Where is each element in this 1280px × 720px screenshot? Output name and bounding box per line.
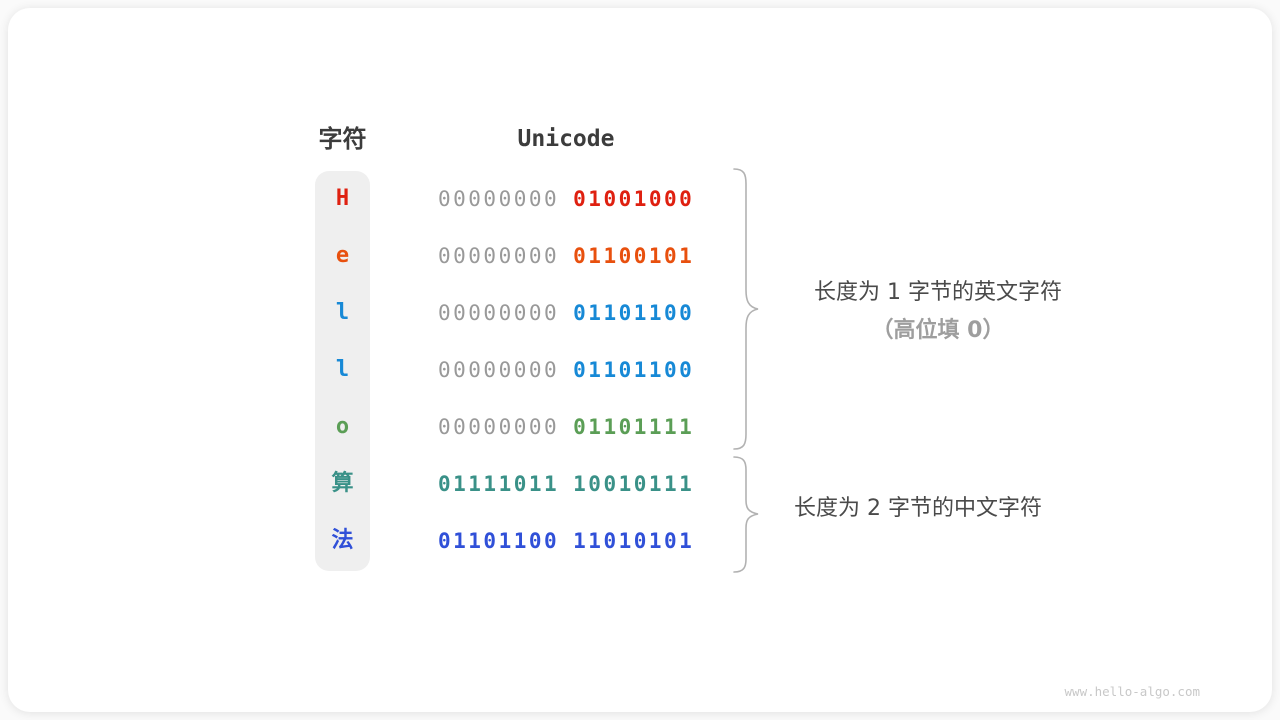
character-cell: l: [335, 300, 350, 325]
high-byte: 01111011: [438, 472, 560, 496]
unicode-binary-cell: 00000000 01001000: [438, 185, 694, 213]
watermark: www.hello-algo.com: [1064, 684, 1200, 699]
high-byte: 00000000: [438, 358, 560, 382]
column-header-character: 字符: [318, 125, 367, 153]
high-byte: 00000000: [438, 244, 560, 268]
brace-2-byte-group-icon: [733, 456, 759, 573]
unicode-binary-cell: 00000000 01101100: [438, 299, 694, 327]
character-cell: e: [335, 243, 350, 268]
low-byte: 01101111: [573, 415, 695, 439]
brace-1-byte-group-icon: [733, 168, 759, 450]
character-cell: 算: [331, 471, 354, 496]
character-cell: H: [335, 186, 350, 211]
low-byte: 01100101: [573, 244, 695, 268]
high-byte: 00000000: [438, 415, 560, 439]
low-byte: 10010111: [573, 472, 695, 496]
character-cell: o: [335, 414, 350, 439]
column-header-unicode: Unicode: [517, 126, 615, 152]
annotation-english-group: 长度为 1 字节的英文字符 （高位填 0）: [766, 274, 1110, 350]
low-byte: 01001000: [573, 187, 695, 211]
annotation-english-line2: （高位填 0）: [871, 318, 1005, 343]
unicode-binary-cell: 01101100 11010101: [438, 527, 694, 555]
low-byte: 01101100: [573, 301, 695, 325]
high-byte: 01101100: [438, 529, 560, 553]
unicode-binary-cell: 00000000 01101100: [438, 356, 694, 384]
unicode-binary-cell: 01111011 10010111: [438, 470, 694, 498]
unicode-binary-cell: 00000000 01101111: [438, 413, 694, 441]
character-cell: 法: [331, 528, 354, 553]
character-column-background: [315, 171, 370, 571]
high-byte: 00000000: [438, 187, 560, 211]
character-cell: l: [335, 357, 350, 382]
annotation-chinese-group: 长度为 2 字节的中文字符: [794, 496, 1042, 521]
high-byte: 00000000: [438, 301, 560, 325]
low-byte: 01101100: [573, 358, 695, 382]
diagram-card: 字符 Unicode H 00000000 01001000 e 00000000 011…: [8, 8, 1272, 712]
annotation-english-line1: 长度为 1 字节的英文字符: [814, 280, 1062, 305]
unicode-binary-cell: 00000000 01100101: [438, 242, 694, 270]
low-byte: 11010101: [573, 529, 695, 553]
